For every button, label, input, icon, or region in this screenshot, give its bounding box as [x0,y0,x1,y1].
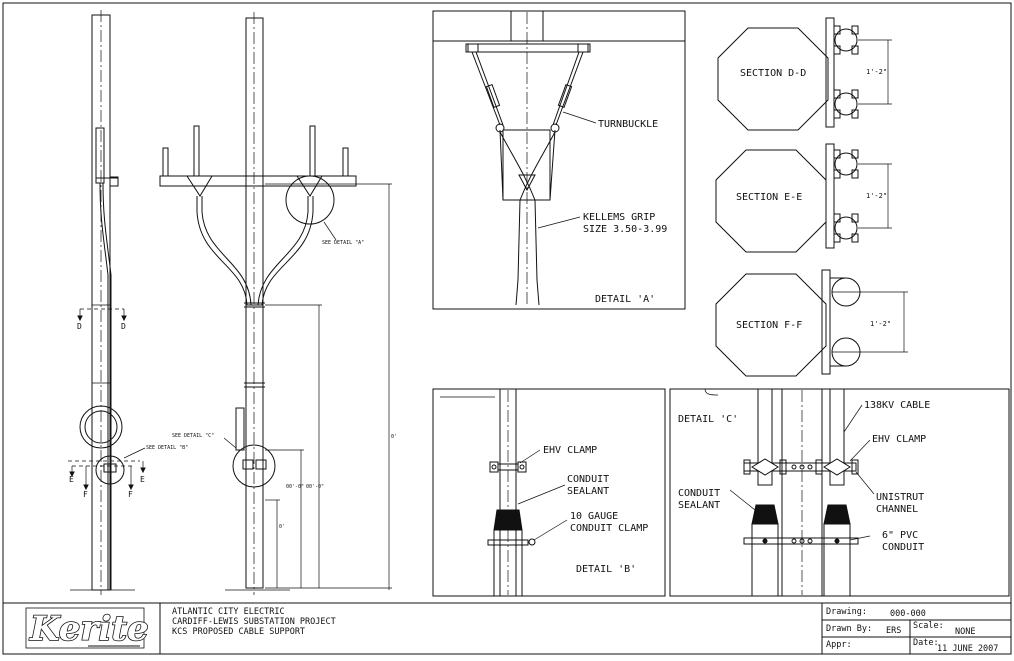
section-e-e-dim: 1'-2" [866,192,887,200]
dim-conduit-lower: 00'-0" [286,484,304,490]
section-d-d-title: SECTION D-D [740,68,806,79]
detail-c-cable-label: 138KV CABLE [864,400,930,411]
kellems-grip-size-label: SIZE 3.50-3.99 [583,224,667,235]
detail-c-panel: DETAIL 'C' 138KV CABLE EHV CLAMP CONDUIT… [669,388,1010,597]
pole-side-view: D D SEE DETAIL "B" E E F F [68,10,188,595]
date-value: 11 JUNE 2007 [937,644,998,654]
scale-label: Scale: [913,621,944,631]
section-f-marker-right: F [128,490,133,499]
section-d-marker-left: D [77,322,82,331]
dim-base: 0' [279,524,285,530]
detail-c-title: DETAIL 'C' [678,414,738,425]
drawn-by-label: Drawn By: [826,624,872,634]
kerite-logo: Kerite [25,607,149,650]
detail-b-sealant-label: CONDUIT [567,474,609,485]
section-d-d: SECTION D-D 1'-2" [717,17,892,131]
pole-front-view: SEE DETAIL "A" SEE DETAIL "C" 0' 00'-0" … [159,12,397,595]
title-block: Kerite ATLANTIC CITY ELECTRIC CARDIFF-LE… [3,602,1011,654]
detail-c-unistrut-label: UNISTRUT [876,492,924,503]
turnbuckle-label: TURNBUCKLE [598,119,658,130]
project-line-3: KCS PROPOSED CABLE SUPPORT [172,627,305,637]
section-f-f-title: SECTION F-F [736,320,802,331]
section-e-marker-right: E [140,475,145,484]
see-detail-a-label: SEE DETAIL "A" [322,240,364,246]
section-f-marker-left: F [83,490,88,499]
detail-a-panel: TURNBUCKLE KELLEMS GRIP SIZE 3.50-3.99 D… [432,10,686,310]
detail-b-panel: EHV CLAMP CONDUIT SEALANT 10 GAUGE CONDU… [432,388,666,597]
detail-c-sealant-label: CONDUIT [678,488,720,499]
kerite-logo-text: Kerite [29,609,149,649]
section-e-e: SECTION E-E 1'-2" [715,143,892,253]
drawing-label: Drawing: [826,607,867,617]
detail-c-unistrut-label-2: CHANNEL [876,504,918,515]
drawing-number: 000-000 [890,609,926,619]
section-e-e-title: SECTION E-E [736,192,802,203]
detail-b-title: DETAIL 'B' [576,564,636,575]
section-e-marker-left: E [69,475,74,484]
dim-overall: 0' [391,434,397,440]
detail-c-pvc-label-2: CONDUIT [882,542,924,553]
project-line-1: ATLANTIC CITY ELECTRIC [172,607,285,617]
detail-a-title: DETAIL 'A' [595,294,655,305]
project-line-2: CARDIFF-LEWIS SUBSTATION PROJECT [172,617,336,627]
detail-c-pvc-label: 6" PVC [882,530,918,541]
dim-conduit-upper: 00'-0" [306,484,324,490]
scale-value: NONE [955,627,975,637]
section-f-f-dim: 1'-2" [870,320,891,328]
kellems-grip-label: KELLEMS GRIP [583,212,655,223]
detail-c-sealant-label-2: SEALANT [678,500,720,511]
detail-b-ehv-clamp-label: EHV CLAMP [543,445,597,456]
detail-c-ehv-clamp-label: EHV CLAMP [872,434,926,445]
section-f-f: SECTION F-F 1'-2" [715,269,908,377]
section-d-marker-right: D [121,322,126,331]
drawn-by-value: ERS [886,626,901,636]
section-d-d-dim: 1'-2" [866,68,887,76]
appr-label: Appr: [826,640,852,650]
see-detail-c-label: SEE DETAIL "C" [172,433,214,439]
detail-b-gauge-label: 10 GAUGE [570,511,618,522]
date-label: Date: [913,638,939,648]
see-detail-b-label: SEE DETAIL "B" [146,445,188,451]
detail-b-sealant-label-2: SEALANT [567,486,609,497]
detail-b-gauge-label-2: CONDUIT CLAMP [570,523,648,534]
